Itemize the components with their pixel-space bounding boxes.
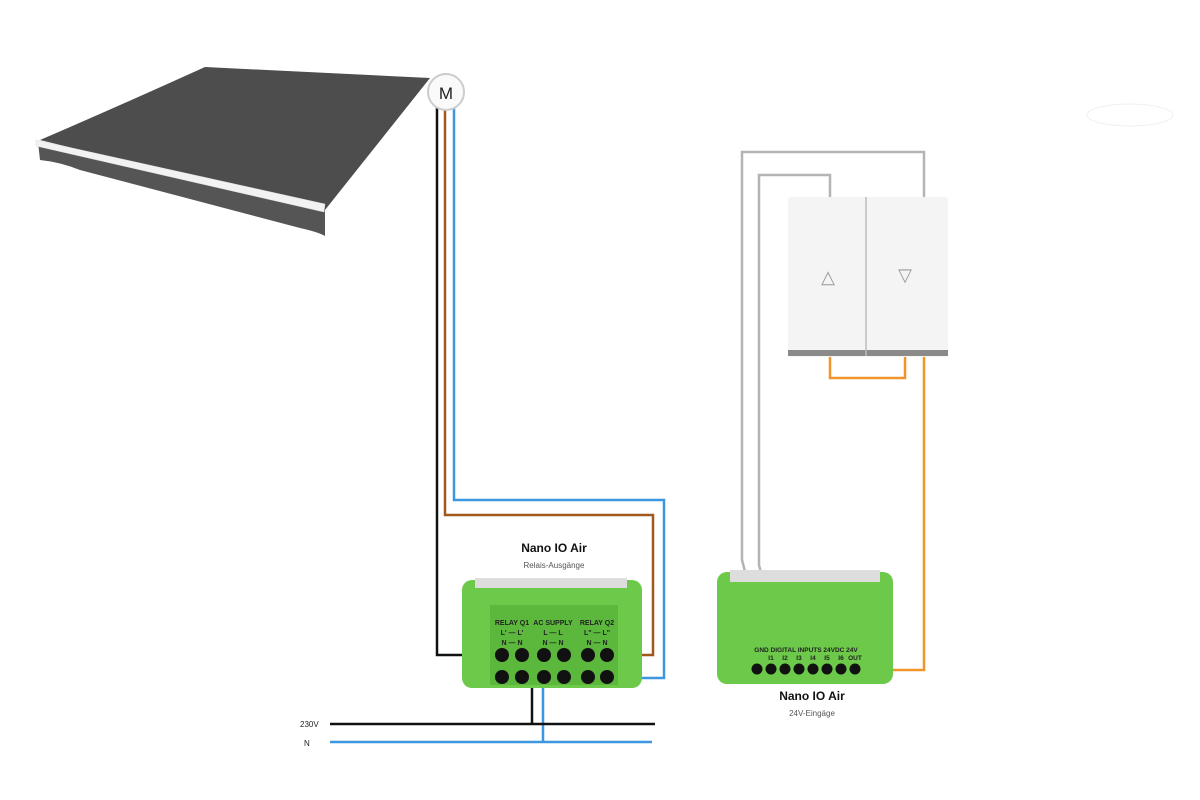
- pin-i2: I2: [782, 655, 788, 662]
- module-right-header: GND DIGITAL INPUTS 24VDC 24V: [754, 647, 858, 654]
- wire-blue-motor: [452, 106, 666, 680]
- wire-live-motor: [435, 106, 500, 657]
- pins-q1: L' — L': [501, 630, 524, 637]
- pin-i6: I6: [838, 655, 844, 662]
- pin-out: OUT: [848, 655, 862, 662]
- pin-i4: I4: [810, 655, 816, 662]
- module-left-title: Nano IO Air: [521, 541, 587, 555]
- pin-i1: I1: [768, 655, 774, 662]
- down-arrow-icon: ▽: [898, 265, 912, 285]
- label-neutral: N: [304, 739, 310, 748]
- awning: [35, 67, 1174, 236]
- motor: M: [427, 73, 465, 111]
- label-ac-supply: AC SUPPLY: [533, 620, 573, 627]
- module-left-subtitle: Relais-Ausgänge: [524, 561, 585, 570]
- pins-q2: L" — L": [584, 630, 610, 637]
- module-inputs: GND DIGITAL INPUTS 24VDC 24V I1 I2 I3 I4…: [717, 570, 893, 718]
- label-relay-q2: RELAY Q2: [580, 620, 614, 627]
- module-relay: RELAY Q1 AC SUPPLY RELAY Q2 L' — L' L — …: [462, 541, 642, 688]
- pins-ac: L — L: [543, 630, 563, 637]
- blind-switch: △ ▽: [788, 197, 948, 357]
- terminals-left: [495, 648, 614, 684]
- motor-label: M: [439, 84, 453, 103]
- n-ac: N — N: [543, 640, 564, 647]
- wire-brown-motor: [443, 106, 655, 657]
- module-right-title: Nano IO Air: [779, 689, 845, 703]
- module-right-subtitle: 24V-Eingäge: [789, 709, 835, 718]
- terminals-right: [751, 663, 861, 675]
- n-q1: N — N: [502, 640, 523, 647]
- n-q2: N — N: [587, 640, 608, 647]
- wire-orange-bridge: [828, 355, 907, 380]
- up-arrow-icon: △: [821, 267, 835, 287]
- pin-i3: I3: [796, 655, 802, 662]
- label-relay-q1: RELAY Q1: [495, 620, 529, 627]
- pin-i5: I5: [824, 655, 830, 662]
- label-230v: 230V: [300, 720, 319, 729]
